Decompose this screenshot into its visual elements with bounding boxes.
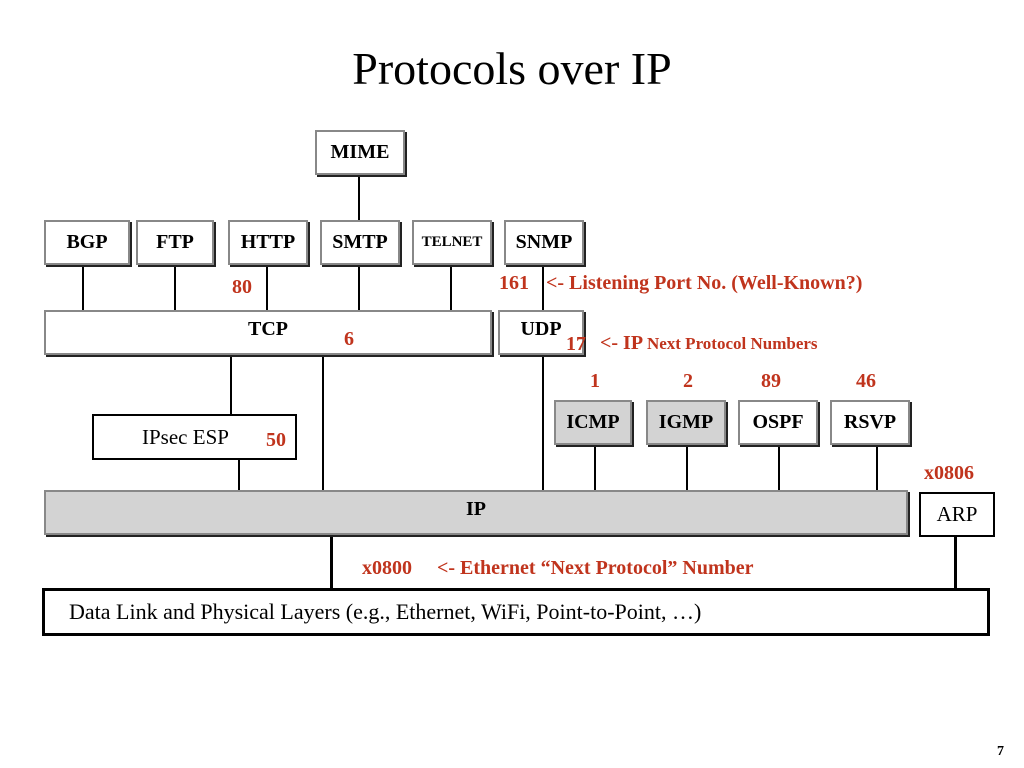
datalink-box: Data Link and Physical Layers (e.g., Eth… — [42, 588, 990, 636]
connector-telnet-tcp — [450, 264, 452, 312]
ospf-num-label: 89 — [761, 370, 781, 392]
rsvp-box: RSVP — [830, 400, 910, 445]
ip-box: IP — [44, 490, 908, 535]
connector-udp-ip — [542, 355, 544, 490]
ipsec-esp-box: IPsec ESP — [92, 414, 297, 460]
igmp-box: IGMP — [646, 400, 726, 445]
icmp-num-label: 1 — [590, 370, 600, 392]
rsvp-num-label: 46 — [856, 370, 876, 392]
connector-mime-smtp — [358, 175, 360, 220]
udp-proto-label: 17 — [566, 333, 586, 355]
connector-smtp-tcp — [358, 264, 360, 312]
bgp-box: BGP — [44, 220, 130, 265]
udp-box: UDP — [498, 310, 584, 355]
proto-note-rest: Next Protocol Numbers — [646, 334, 818, 353]
connector-http-tcp — [266, 264, 268, 312]
ethertype-note: <- Ethernet “Next Protocol” Number — [437, 557, 754, 579]
proto-note: <- IP Next Protocol Numbers — [600, 332, 818, 355]
connector-bgp-tcp — [82, 264, 84, 312]
connector-ip-datalink — [330, 537, 333, 589]
icmp-box: ICMP — [554, 400, 632, 445]
ip-ethertype-label: x0800 — [362, 557, 412, 579]
ftp-box: FTP — [136, 220, 214, 265]
proto-note-ip: <- IP — [600, 332, 642, 354]
slide-title: Protocols over IP — [352, 43, 672, 94]
telnet-box: TELNET — [412, 220, 492, 265]
port-note: <- Listening Port No. (Well-Known?) — [546, 272, 863, 294]
http-box: HTTP — [228, 220, 308, 265]
smtp-box: SMTP — [320, 220, 400, 265]
ipsec-esp-label: IPsec ESP — [142, 424, 229, 449]
connector-ftp-tcp — [174, 264, 176, 312]
connector-tcp-ip — [322, 355, 324, 490]
mime-box: MIME — [315, 130, 405, 175]
connector-arp-datalink — [954, 537, 957, 589]
tcp-box: TCP — [44, 310, 492, 355]
igmp-num-label: 2 — [683, 370, 693, 392]
ospf-box: OSPF — [738, 400, 818, 445]
page-number: 7 — [997, 744, 1004, 759]
connector-snmp-udp — [542, 264, 544, 312]
arp-box: ARP — [919, 492, 995, 537]
snmp-box: SNMP — [504, 220, 584, 265]
connector-tcp-ipsec — [230, 355, 232, 415]
connector-ipsec-ip — [238, 460, 240, 490]
snmp-port-label: 161 — [499, 272, 529, 294]
http-port-label: 80 — [232, 276, 252, 298]
connector-rsvp-ip — [876, 445, 878, 490]
tcp-proto-label: 6 — [344, 328, 354, 350]
connector-icmp-ip — [594, 445, 596, 490]
connector-igmp-ip — [686, 445, 688, 490]
connector-ospf-ip — [778, 445, 780, 490]
arp-ethertype-label: x0806 — [924, 462, 974, 484]
esp-num-label: 50 — [266, 429, 286, 451]
